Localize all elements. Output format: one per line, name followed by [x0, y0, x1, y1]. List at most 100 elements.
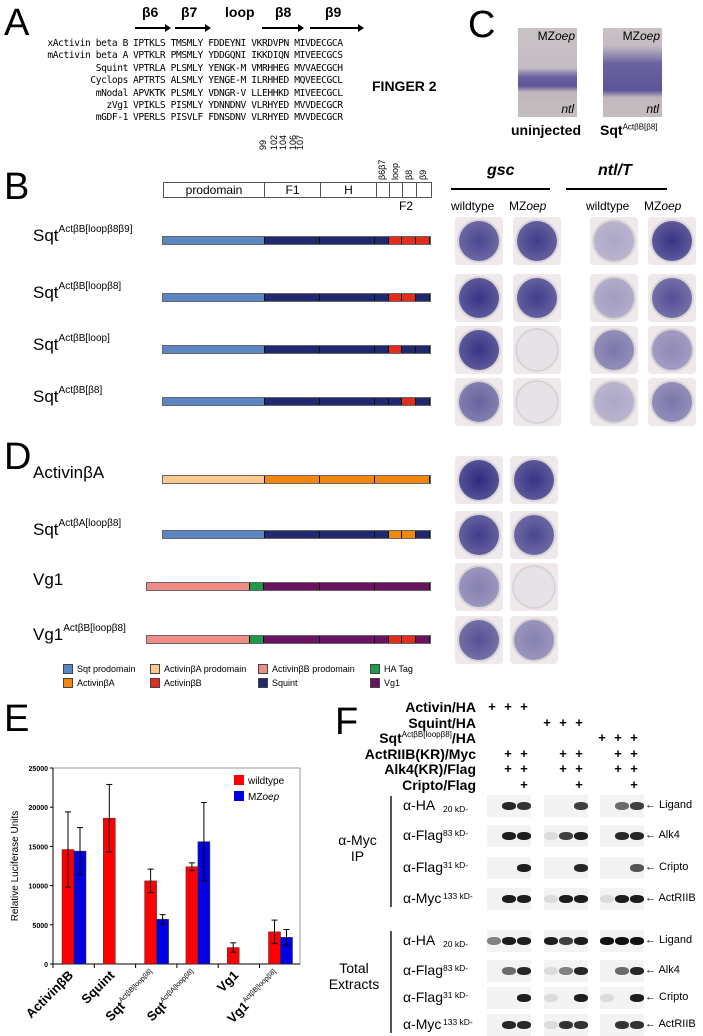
segment-vg1	[320, 583, 375, 590]
condition-text: Cripto/Flag	[402, 777, 476, 793]
y-tick-label: 5000	[32, 923, 48, 930]
schema-f2: F2	[399, 199, 414, 213]
embryo-stain	[652, 330, 692, 370]
construct-sup: ActβB[loop]	[58, 333, 110, 344]
segment-squint	[320, 237, 375, 244]
blot-band	[544, 937, 558, 945]
legend-item: ActivinβA prodomain	[150, 664, 246, 674]
finger-2-label: FINGER 2	[372, 78, 437, 94]
blot-band	[574, 802, 588, 810]
plus-sign: +	[614, 745, 622, 761]
legend-item: HA Tag	[370, 664, 413, 674]
segment-squint	[265, 237, 320, 244]
column-label-text: wildtype	[586, 199, 630, 213]
legend-item: Sqt prodomain	[63, 664, 136, 674]
segment-actA	[375, 476, 430, 483]
blot-band	[600, 895, 614, 903]
condition-sup: ActβB[loopβ8]	[401, 730, 452, 740]
x-tick-base: Squint	[78, 967, 118, 1007]
construct-name: SqtActβB[loopβ8]	[33, 281, 121, 303]
segment-vg1	[264, 583, 320, 590]
group-label: α-Myc IP	[338, 832, 377, 864]
construct-name: SqtActβB[loopβ8β9]	[33, 224, 133, 246]
segment-squint	[375, 237, 389, 244]
blot-band	[544, 967, 558, 975]
legend-item: Squint	[258, 678, 298, 688]
bar-wildtype	[185, 866, 199, 965]
embryo-stain	[652, 278, 692, 318]
condition-text: Activin/HA	[405, 699, 476, 715]
blot-band	[630, 895, 644, 903]
header-beta6: β6	[142, 4, 159, 20]
plus-sign: +	[614, 761, 622, 777]
label-italic: oep	[554, 29, 575, 43]
plus-sign: +	[575, 714, 583, 730]
caption-sup: ActβB[β8]	[622, 122, 658, 132]
blot-band	[630, 967, 644, 975]
blot-band	[574, 1021, 588, 1029]
species-name: mGDF-1	[95, 112, 129, 124]
segment-squint	[416, 531, 430, 538]
plus-sign: +	[488, 699, 496, 714]
embryo-stain	[514, 460, 554, 500]
segment-actB_pro	[147, 583, 250, 590]
target-label: ← Alk4	[645, 964, 680, 976]
plus-sign: +	[520, 745, 528, 761]
embryo-image	[513, 274, 561, 322]
blot-band	[600, 994, 614, 1002]
blot-strip	[487, 857, 531, 879]
legend-label: ActivinβB prodomain	[272, 664, 355, 674]
plus-sign: +	[575, 745, 583, 761]
segment-vg1	[375, 636, 389, 643]
panel-label-b: B	[4, 166, 30, 208]
segment-squint	[265, 346, 320, 353]
legend-swatch	[258, 678, 268, 688]
segment-actA_pro	[163, 476, 265, 483]
blot-band	[517, 864, 531, 872]
segment-actB	[389, 237, 402, 244]
blot-band	[502, 832, 516, 840]
embryo-stain	[652, 382, 692, 422]
construct-name: SqtActβA[loopβ8]	[33, 518, 121, 540]
construct-bar	[162, 236, 431, 245]
target-label: ← Alk4	[645, 829, 680, 841]
blot-band	[615, 895, 629, 903]
target-label: ← ActRIIB	[645, 1018, 696, 1030]
construct-bar	[162, 397, 431, 406]
blot-strip	[487, 825, 531, 847]
schema-loop: loop	[390, 162, 400, 180]
plus-sign: +	[520, 761, 528, 777]
segment-sqt_pro	[163, 531, 265, 538]
condition-label: ActRIIB(KR)/Myc	[365, 746, 476, 762]
image-label-bottom: ntl	[561, 102, 574, 116]
molecular-weight: 31 kD-	[443, 990, 469, 1000]
segment-vg1	[375, 583, 430, 590]
molecular-weight: 83 kD-	[443, 828, 469, 838]
blot-band	[502, 937, 516, 945]
segment-squint	[320, 531, 375, 538]
caption-text: Sqt	[600, 122, 623, 138]
embryo-image	[455, 456, 503, 504]
schema-b6b7: β6β7	[377, 159, 387, 180]
plus-sign: +	[520, 699, 528, 714]
segment-actB	[389, 294, 402, 301]
image-label-top: MZoep	[623, 29, 660, 43]
column-label-text: MZ	[644, 199, 662, 213]
legend-label: HA Tag	[384, 664, 413, 674]
segment-ha	[250, 636, 264, 643]
header-beta8: β8	[275, 4, 292, 20]
segment-squint	[416, 398, 430, 405]
blot-strip	[600, 795, 644, 817]
construct-base: Vg1	[33, 625, 64, 644]
condition-label: Alk4(KR)/Flag	[384, 761, 476, 777]
legend-item: ActivinβA	[63, 678, 115, 688]
construct-base: Vg1	[33, 570, 64, 589]
bar-wildtype	[144, 880, 157, 965]
segment-actA	[402, 531, 416, 538]
segment-squint	[375, 398, 389, 405]
plus-sign: +	[598, 730, 606, 746]
blot-band	[615, 832, 629, 840]
target-label: ← Ligand	[645, 799, 693, 811]
embryo-image	[513, 378, 561, 426]
blot-band	[615, 802, 629, 810]
